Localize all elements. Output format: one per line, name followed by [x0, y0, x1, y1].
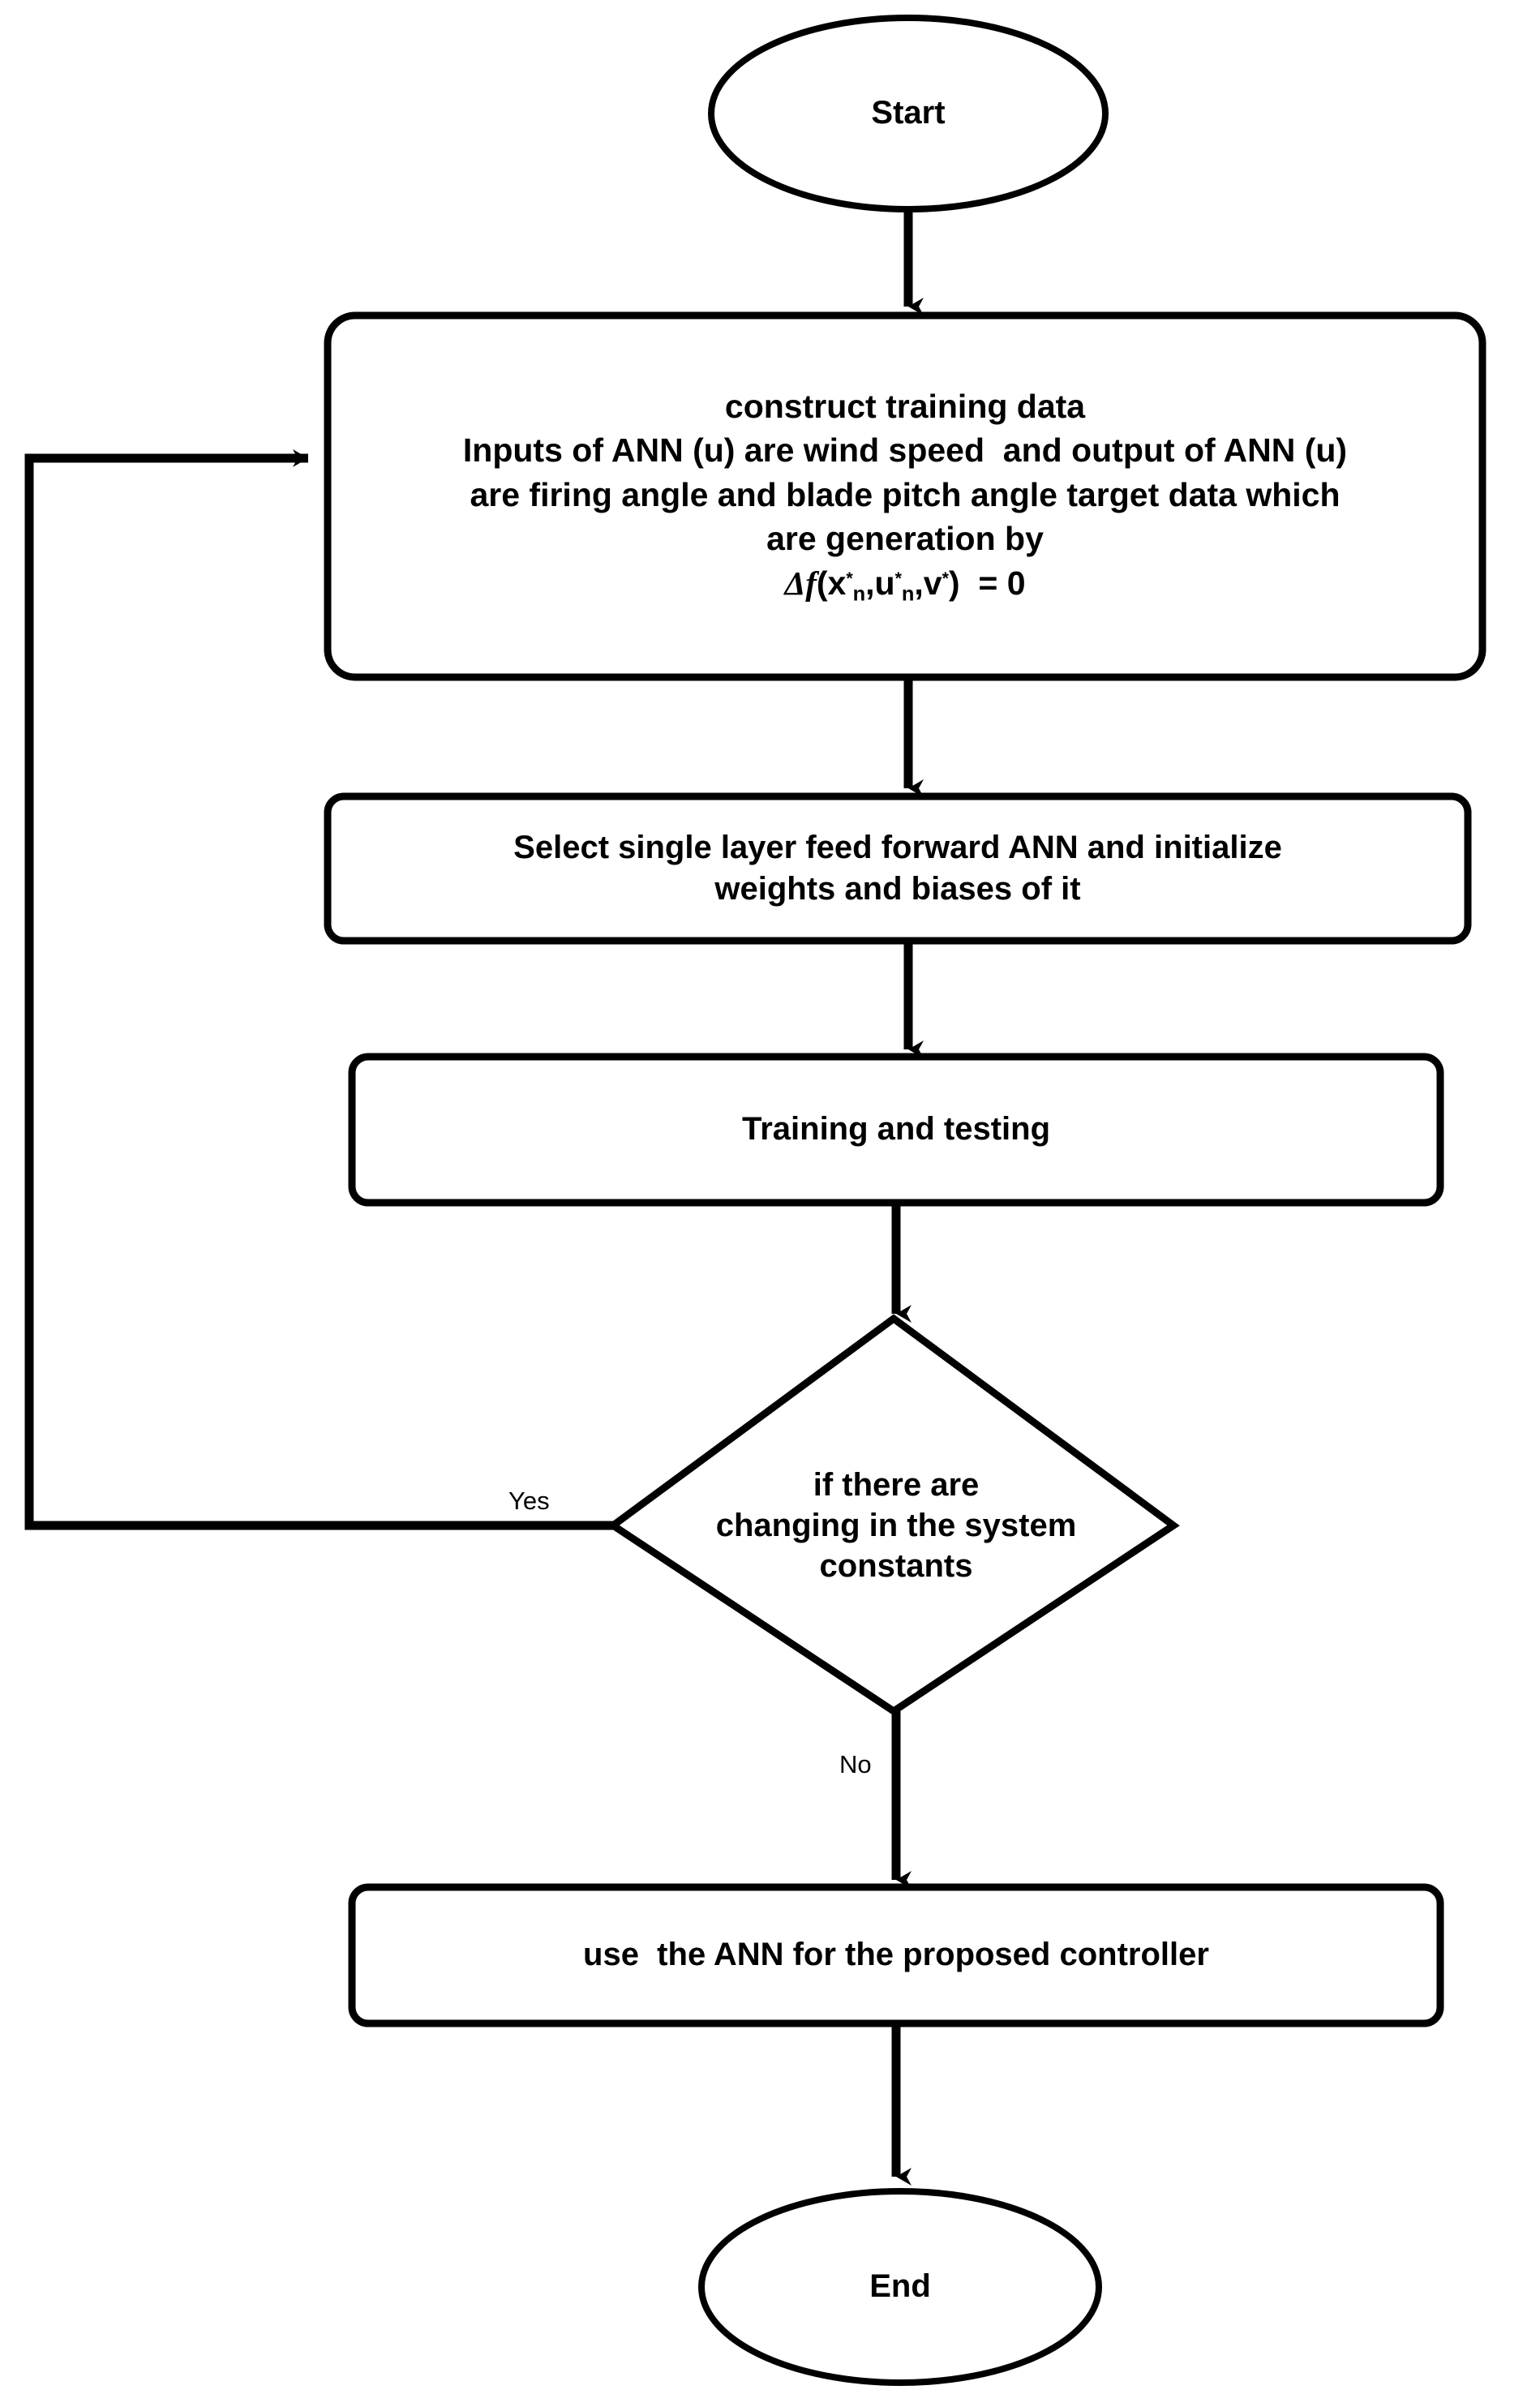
end-node-shape — [698, 2188, 1102, 2386]
edge-label-no: No — [839, 1750, 872, 1778]
construct-training-data-shape — [324, 311, 1486, 681]
edge-label-yes: Yes — [508, 1487, 550, 1515]
decision-node-shape — [607, 1314, 1180, 1716]
training-testing-shape — [348, 1053, 1444, 1207]
select-ann-shape — [324, 792, 1472, 945]
connector-decision-yes-loopback — [24, 449, 613, 1530]
use-ann-shape — [348, 1883, 1444, 2027]
start-node-shape — [708, 15, 1109, 212]
